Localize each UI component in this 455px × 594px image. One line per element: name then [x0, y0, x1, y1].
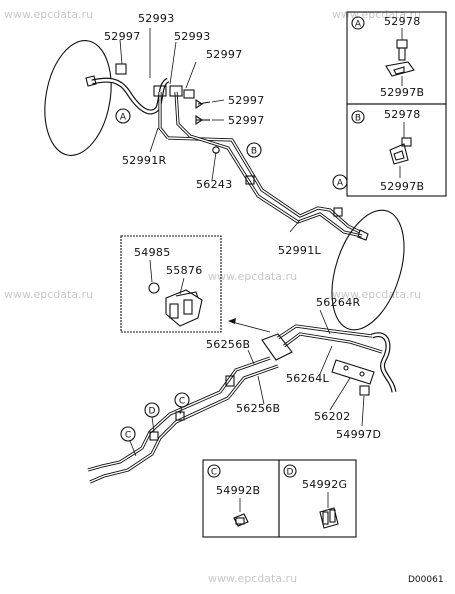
- svg-text:A: A: [355, 20, 362, 30]
- svg-text:A: A: [337, 179, 344, 189]
- brake-line-lower: [87, 324, 397, 484]
- detail-box-d: D 54992G: [278, 459, 357, 538]
- part-label: 52997B: [380, 86, 424, 99]
- leader-lines-top: [119, 28, 301, 233]
- part-label: 52991R: [122, 154, 166, 167]
- part-label: 52997: [104, 30, 141, 43]
- part-label: 52997: [206, 48, 243, 61]
- watermark: www.epcdata.ru: [332, 288, 421, 301]
- svg-text:C: C: [179, 397, 185, 407]
- part-label: 52991L: [278, 244, 321, 257]
- watermark: www.epcdata.ru: [208, 572, 297, 585]
- svg-text:A: A: [120, 113, 127, 123]
- part-label: 52993: [174, 30, 211, 43]
- valve-detail-box: 54985 55876: [120, 235, 222, 333]
- part-label: 56264L: [286, 372, 329, 385]
- watermark: www.epcdata.ru: [208, 270, 297, 283]
- part-label: 52997: [228, 114, 265, 127]
- detail-box-b: B 52978 52997B: [346, 103, 447, 197]
- part-label: 56256B: [206, 338, 250, 351]
- svg-text:C: C: [211, 468, 217, 478]
- callout-b: B: [246, 142, 262, 158]
- svg-text:C: C: [125, 431, 131, 441]
- part-label: 54992G: [302, 478, 347, 491]
- detail-box-a: A 52978 52997B: [346, 11, 447, 105]
- watermark: www.epcdata.ru: [4, 8, 93, 21]
- diagram-reference: D00061: [408, 575, 444, 585]
- callout-c-upper: C: [174, 392, 190, 415]
- part-label: 56256B: [236, 402, 280, 415]
- pointer-arrow: [228, 318, 271, 333]
- watermark: www.epcdata.ru: [4, 288, 93, 301]
- part-label: 55876: [166, 264, 203, 277]
- brake-hose-52991r: [85, 63, 211, 139]
- part-label: 54997D: [336, 428, 381, 441]
- part-label: 52997B: [380, 180, 424, 193]
- part-label: 52993: [138, 12, 175, 25]
- callout-a-left: A: [332, 174, 348, 190]
- part-label: 56202: [314, 410, 351, 423]
- part-label: 52997: [228, 94, 265, 107]
- right-wheel-outline: [44, 40, 112, 156]
- part-label: 52978: [384, 15, 421, 28]
- callout-d: D: [144, 402, 160, 433]
- detail-box-c: C 54992B: [202, 459, 280, 538]
- svg-text:D: D: [149, 407, 156, 417]
- callout-c-lower: C: [120, 426, 137, 457]
- left-wheel-outline: [331, 209, 405, 331]
- callout-a-right: A: [115, 108, 131, 124]
- part-label: 56243: [196, 178, 233, 191]
- svg-text:D: D: [287, 468, 294, 478]
- leader-lines-lower: [247, 309, 365, 427]
- svg-text:B: B: [251, 147, 257, 157]
- part-label: 54985: [134, 246, 171, 259]
- part-label: 52978: [384, 108, 421, 121]
- part-label: 54992B: [216, 484, 260, 497]
- svg-text:B: B: [355, 114, 361, 124]
- part-label: 56264R: [316, 296, 360, 309]
